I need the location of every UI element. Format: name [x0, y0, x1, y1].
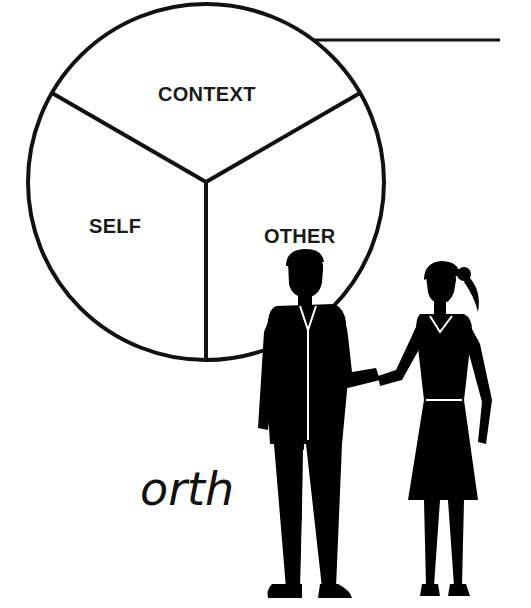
pie-sector: OTHER: [260, 223, 340, 250]
divider-line: [52, 93, 206, 182]
sector-label: CONTEXT: [158, 83, 256, 106]
woman-silhouette: [378, 261, 492, 596]
suit-detail: [300, 306, 316, 580]
sector-label: SELF: [89, 215, 141, 238]
pie-sector: SELF: [85, 213, 145, 240]
divider-line: [206, 93, 360, 182]
rule-line: [300, 39, 500, 42]
pie-sector: CONTEXT: [154, 81, 260, 108]
man-silhouette: [258, 249, 380, 598]
slide-text-fragment: orth: [140, 462, 234, 516]
dress-detail: [426, 316, 462, 400]
sector-label: OTHER: [264, 225, 336, 248]
divider-line: [204, 182, 208, 360]
